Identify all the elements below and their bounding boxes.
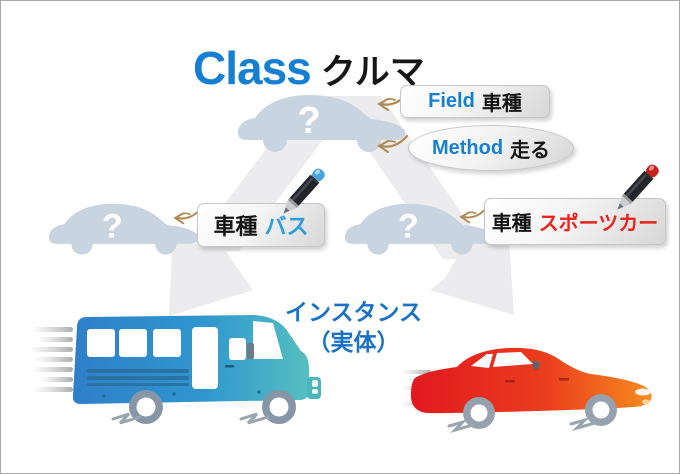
speed-lines [29, 327, 73, 392]
method-annotation-arrow-icon [377, 134, 409, 153]
bus-details [102, 365, 321, 399]
skid-marks [447, 416, 597, 433]
field-value: 車種 [481, 93, 522, 115]
car-wheels [463, 394, 617, 429]
bus-field-label: 車種 [213, 214, 258, 239]
field-tag: Field 車種 [400, 85, 550, 118]
question-mark-icon: ? [102, 208, 123, 246]
bus-field-tag: 車種 バス [197, 203, 325, 247]
diagram-title: Class クルマ [193, 41, 425, 95]
sports-field-tag: 車種 スポーツカー [484, 198, 666, 245]
pencil-icon-blue [283, 168, 325, 214]
pencil-cap-red [645, 164, 659, 178]
bus-stripes [87, 369, 189, 386]
class-car-silhouette: ? [238, 95, 406, 152]
bus-illustration [29, 315, 321, 425]
method-value: 走る [510, 139, 551, 162]
skid-marks [111, 412, 270, 425]
car-details [505, 378, 651, 405]
bus-mirror [247, 343, 254, 359]
question-mark-icon: ? [297, 100, 320, 142]
method-keyword: Method [431, 136, 504, 159]
car-windows [471, 352, 533, 368]
field-keyword: Field [428, 90, 475, 112]
car-body [411, 347, 652, 414]
instance-caption-line1: インスタンス [284, 299, 423, 325]
sports-field-label: 車種 [491, 213, 532, 235]
class-keyword: Class [193, 42, 312, 94]
question-mark-icon: ? [398, 208, 419, 246]
sports-instance-car-silhouette: ? [345, 203, 495, 255]
bus-wheels [129, 390, 296, 424]
instance-caption: インスタンス （実体） [271, 297, 436, 357]
bus-instance-car-silhouette: ? [49, 203, 199, 255]
bus-windows [87, 321, 283, 389]
pencil-icon-red [617, 164, 659, 210]
instance-caption-line2: （実体） [307, 329, 400, 355]
car-mirror [533, 361, 539, 369]
pencil-cap-blue [311, 168, 325, 182]
sports-car-illustration [401, 347, 652, 433]
method-tag: Method 走る [408, 125, 574, 171]
sports-field-value: スポーツカー [538, 213, 659, 235]
bus-field-value: バス [264, 214, 309, 239]
